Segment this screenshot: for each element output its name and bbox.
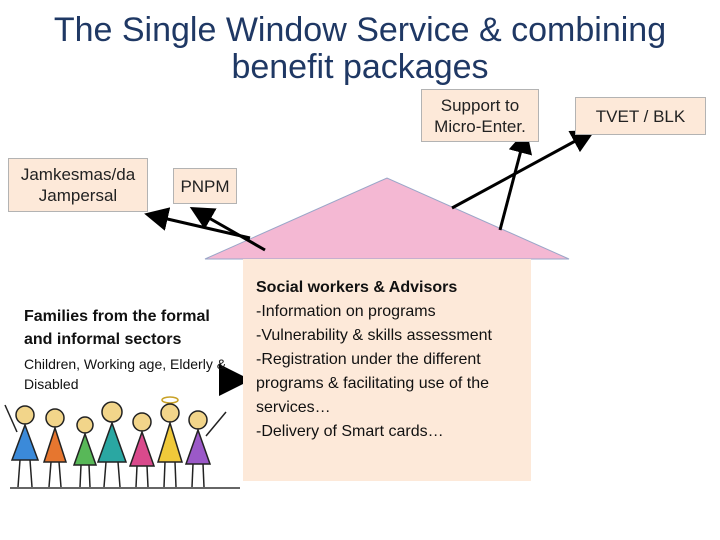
service-item: -Registration under the different progra… [256,351,490,416]
jamkesmas-label: Jamkesmas/da Jampersal [20,165,136,205]
service-heading: Social workers & Advisors [256,279,458,296]
arrow-to-pnpm [189,207,266,252]
service-item: -Vulnerability & skills assessment [256,327,492,344]
arrow-to-jamkesmas [144,207,251,240]
families-description: Families from the formal and informal se… [24,305,240,394]
pnpm-box: PNPM [173,168,237,204]
micro-enterprise-box: Support to Micro-Enter. [421,89,539,142]
arrow-to-tvet [451,130,596,210]
arrow-to-micro-enterprise [498,129,533,231]
micro-enterprise-label: Support to Micro-Enter. [434,96,526,136]
single-window-service-box [243,259,531,481]
page-title: The Single Window Service & combining be… [53,11,667,86]
service-description: Social workers & Advisors -Information o… [256,276,528,444]
tvet-label: TVET / BLK [595,107,686,126]
service-item: -Delivery of Smart cards… [256,423,444,440]
pnpm-label: PNPM [180,177,230,196]
families-subtext: Children, Working age, Elderly & Disable… [24,356,227,392]
tvet-box: TVET / BLK [575,97,706,135]
family-figures-illustration [4,396,240,489]
jamkesmas-box: Jamkesmas/da Jampersal [8,158,148,212]
service-item: -Information on programs [256,303,436,320]
families-heading: Families from the formal and informal se… [24,308,210,348]
